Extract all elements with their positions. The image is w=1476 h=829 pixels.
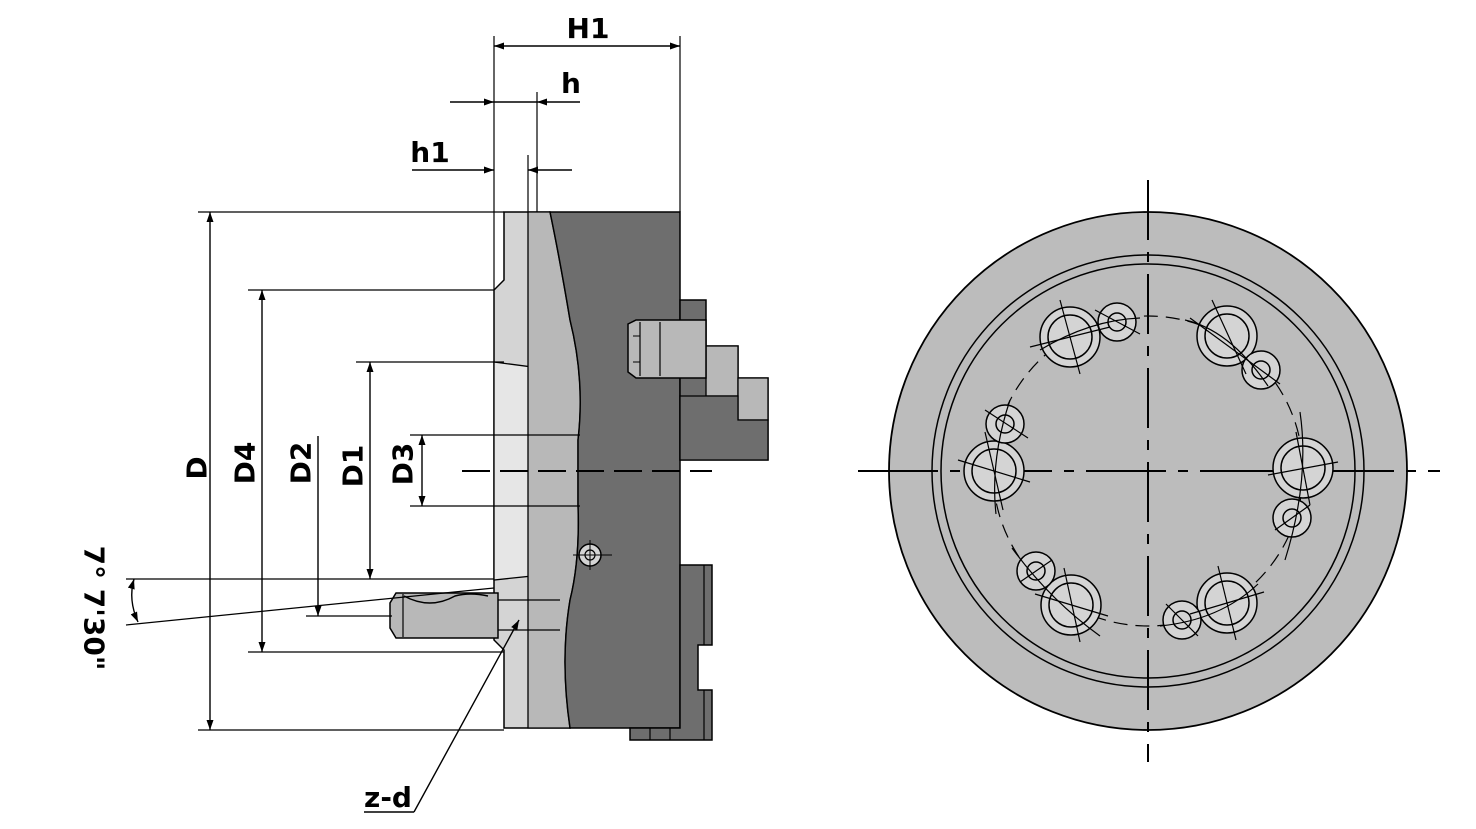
upper-jaw-step-1: [705, 345, 739, 397]
extension-lines: [125, 36, 681, 731]
hole-crosshairs: [957, 299, 1339, 643]
grease-nipple-icon: [573, 540, 612, 570]
dimension-lines: [127, 42, 680, 813]
upper-jaw-slide: [627, 319, 707, 379]
label-angle: 7° 7'30": [78, 546, 111, 671]
label-h: h: [561, 67, 581, 100]
lower-jaw: [629, 564, 713, 741]
label-D4: D4: [229, 442, 262, 485]
label-h1: h1: [410, 136, 449, 169]
front-view: [858, 180, 1440, 762]
label-D: D: [181, 456, 214, 479]
mounting-bolt: [389, 592, 499, 639]
label-z-d: z-d: [364, 781, 412, 814]
upper-jaw-step-lower: [679, 395, 769, 461]
label-D3: D3: [387, 443, 420, 486]
label-D2: D2: [285, 442, 318, 485]
side-section-view: H1 h h1 D D4 D2 D1 D3 7° 7'30" z-d: [78, 12, 769, 814]
label-H1: H1: [567, 12, 610, 45]
upper-jaw-step-2: [737, 377, 769, 421]
label-D1: D1: [337, 445, 370, 488]
